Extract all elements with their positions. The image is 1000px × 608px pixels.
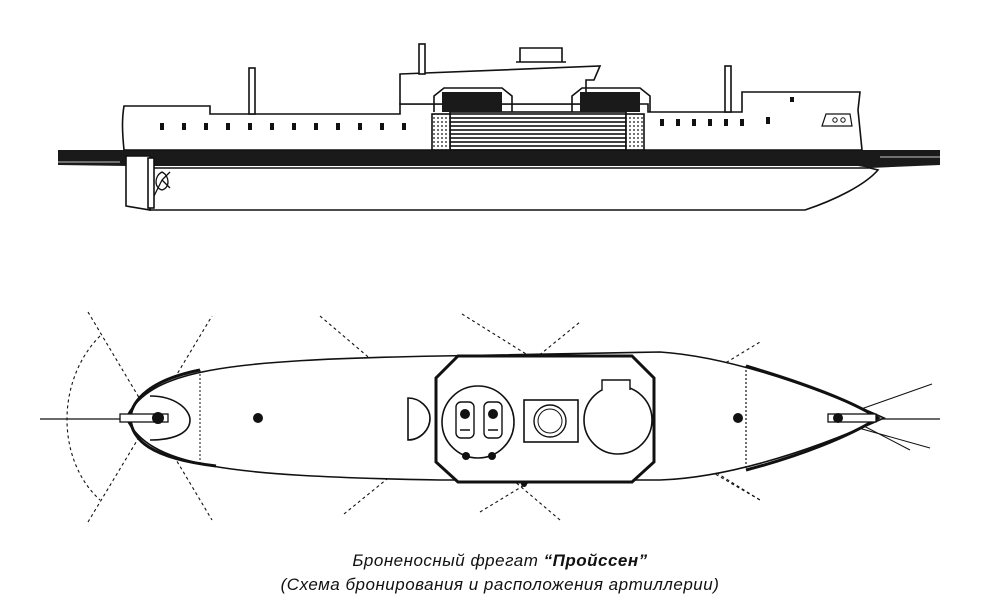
- mast-dot-aft: [253, 413, 263, 423]
- portholes-fore: [660, 97, 794, 126]
- sternpost: [147, 157, 155, 209]
- waterline-band: [58, 150, 940, 168]
- water-ticks: [58, 156, 940, 163]
- mast-main: [418, 43, 426, 75]
- fore-turret-hatch: [601, 379, 631, 390]
- turret-fore-shield: [571, 87, 651, 112]
- caption-ship-name: “Пройссен”: [543, 551, 648, 570]
- aft-turret-guns: [455, 401, 503, 439]
- portholes-aft: [160, 123, 406, 130]
- mast-dot-fore: [733, 413, 743, 423]
- armour-belt: [449, 111, 627, 151]
- bulkhead-fore: [625, 113, 645, 151]
- plan-view: [40, 311, 940, 523]
- turret-aft-shield: [433, 87, 513, 112]
- propeller-icon: [153, 171, 171, 197]
- stern-gun-mount: [149, 395, 191, 441]
- bow-armour: [745, 364, 881, 472]
- aft-turret: [441, 385, 515, 459]
- caption-subtitle: (Схема бронирования и расположения артил…: [280, 575, 720, 594]
- stern-gun: [119, 413, 169, 423]
- caption-title-prefix: Броненосный фрегат: [352, 551, 544, 570]
- turret-aft: [442, 92, 502, 112]
- rudder: [125, 155, 151, 211]
- turret-fore: [580, 92, 640, 112]
- mast-fore: [724, 65, 732, 113]
- fore-turret: [583, 385, 653, 455]
- mast-aft: [248, 67, 256, 115]
- lower-hull: [149, 167, 880, 211]
- bow-gun: [827, 413, 877, 423]
- bulkhead-aft: [431, 113, 451, 151]
- side-profile: [58, 43, 940, 211]
- caption-title: Броненосный фрегат “Пройссен”: [0, 551, 1000, 571]
- bridge: [519, 47, 563, 62]
- aft-emplacement: [407, 397, 431, 441]
